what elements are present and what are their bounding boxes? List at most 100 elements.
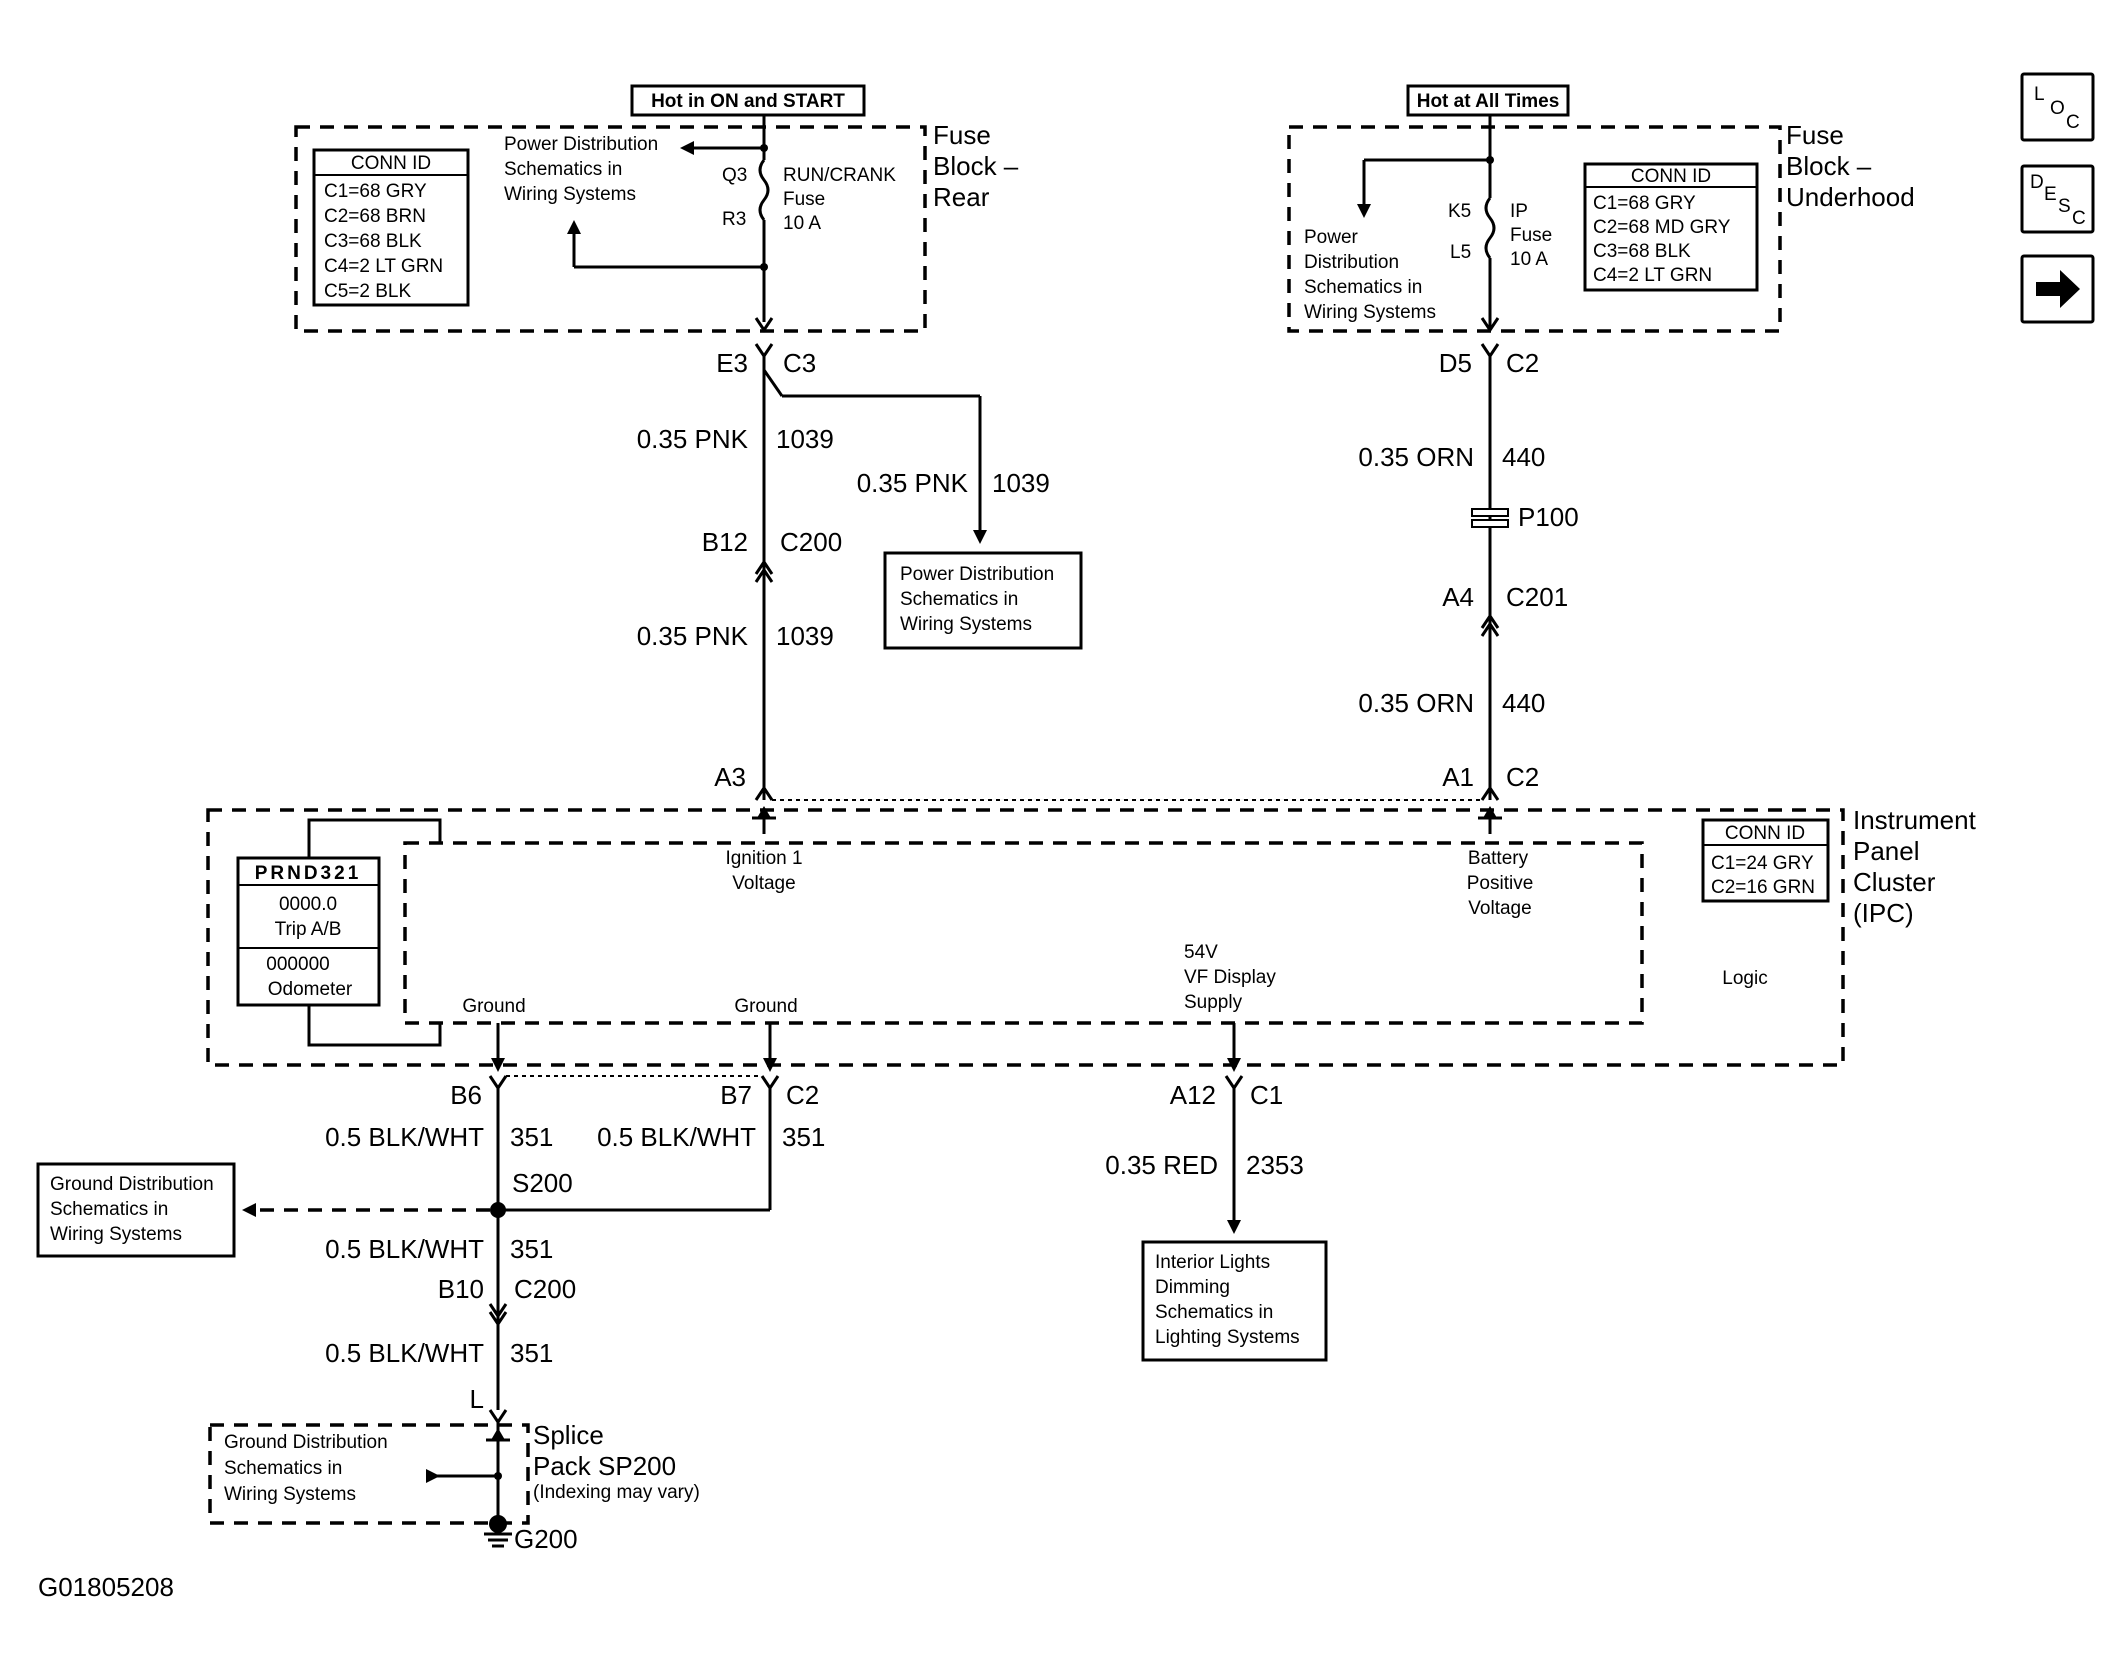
loc-letter: O [2050,98,2065,119]
conn-id-row: C1=68 GRY [324,181,427,202]
power-distribution-text: Schematics in [504,159,622,180]
ipc-title-1: Instrument [1853,805,1977,835]
vf-display-label: Supply [1184,992,1243,1013]
splice-ground-text: Wiring Systems [224,1484,356,1505]
splice-s200: S200 [512,1168,573,1198]
conn-id-table-rear: CONN ID C1=68 GRY C2=68 BRN C3=68 BLK C4… [312,148,470,307]
odometer-display: PRND321 0000.0 Trip A/B 000000 Odometer [236,856,381,1007]
wire-red-label: 0.35 RED [1105,1150,1218,1180]
pin-l5: L5 [1450,242,1471,263]
conn-id-row: C2=16 GRN [1711,877,1815,898]
conn-id-row: C3=68 BLK [324,231,422,252]
battery-voltage-label: Battery [1468,848,1529,869]
connector-c3: C3 [783,348,816,378]
wire-blk-wht-label: 0.5 BLK/WHT [325,1122,484,1152]
conn-id-title: CONN ID [1631,166,1711,187]
fuse-block-underhood-title-3: Underhood [1786,182,1915,212]
circuit-440: D5 C2 0.35 ORN 440 P100 A4 C201 0.35 ORN… [1358,343,1579,801]
vf-display-label: 54V [1184,942,1218,963]
fuse-label: 10 A [1510,249,1548,270]
desc-letter: E [2044,184,2057,205]
conn-id-title: CONN ID [351,153,431,174]
splice-ground-text: Schematics in [224,1458,342,1479]
power-distribution-text: Power [1304,227,1359,248]
trip-value: 0000.0 [279,894,337,915]
splice-ground-text: Ground Distribution [224,1432,388,1453]
power-distribution-box-text: Wiring Systems [900,614,1032,635]
splice-pack-label: Splice [533,1420,604,1450]
ipc-title-4: (IPC) [1853,898,1914,928]
circuit-1039: E3 C3 0.35 PNK 1039 0.35 PNK 1039 B12 C2… [637,343,1083,801]
vf-display-label: VF Display [1184,967,1276,988]
ground-distribution-box-text: Wiring Systems [50,1224,182,1245]
pin-b7: B7 [720,1080,752,1110]
splice-pack-label: Pack SP200 [533,1451,676,1481]
connector-c201: C201 [1506,582,1568,612]
pin-e3: E3 [716,348,748,378]
desc-letter: C [2072,208,2086,229]
conn-id-title: CONN ID [1725,823,1805,844]
next-arrow-button[interactable] [2020,254,2095,324]
fuse-block-underhood-title-1: Fuse [1786,120,1844,150]
battery-voltage-label: Positive [1467,873,1534,894]
wire-blk-wht-label: 0.5 BLK/WHT [325,1338,484,1368]
pin-a4: A4 [1442,582,1474,612]
conn-id-row: C2=68 BRN [324,206,426,227]
connector-c2: C2 [1506,348,1539,378]
pin-r3: R3 [722,209,746,230]
power-distribution-text: Wiring Systems [504,184,636,205]
connector-c200: C200 [514,1274,576,1304]
fuse-block-rear: Hot in ON and START Fuse Block – Rear CO… [294,84,1019,333]
desc-letter: D [2030,172,2044,193]
fuse-block-rear-title-1: Fuse [933,120,991,150]
odometer-value: 000000 [266,954,329,975]
ground-symbol [484,1515,512,1548]
connector-c2: C2 [786,1080,819,1110]
fuse-label: Fuse [783,189,825,210]
wire-pnk-label: 0.35 PNK [637,621,749,651]
ground-distribution-box-text: Schematics in [50,1199,168,1220]
ipc-title-3: Cluster [1853,867,1936,897]
circuit-number: 440 [1502,442,1545,472]
conn-id-row: C1=68 GRY [1593,193,1696,214]
branch-wire-label: 0.35 PNK [857,468,969,498]
conn-id-table-underhood: CONN ID C1=68 GRY C2=68 MD GRY C3=68 BLK… [1583,162,1759,292]
arrow-right-icon [2036,270,2080,308]
loc-button[interactable]: L O C [2020,72,2095,142]
p100-grommet [1471,508,1509,528]
wire-orn-label: 0.35 ORN [1358,442,1474,472]
conn-id-table-ipc: CONN ID C1=24 GRY C2=16 GRN [1701,818,1830,903]
power-distribution-box-text: Power Distribution [900,564,1054,585]
connector-c200: C200 [780,527,842,557]
loc-letter: C [2066,112,2080,133]
fuse-block-underhood: Hot at All Times Fuse Block – Underhood … [1287,84,1915,333]
conn-id-row: C5=2 BLK [324,281,411,302]
ground-g200: G200 [514,1524,578,1554]
logic-label: Logic [1722,968,1767,989]
conn-id-row: C2=68 MD GRY [1593,217,1731,238]
instrument-panel-cluster: Instrument Panel Cluster (IPC) CONN ID C… [206,799,1977,1072]
indexing-note: (Indexing may vary) [533,1482,700,1503]
circuit-number: 440 [1502,688,1545,718]
trip-label: Trip A/B [275,919,342,940]
power-distribution-text: Distribution [1304,252,1399,273]
pin-b10: B10 [438,1274,484,1304]
fuse-label: Fuse [1510,225,1552,246]
wire-blk-wht-label: 0.5 BLK/WHT [597,1122,756,1152]
interior-lights-box-text: Dimming [1155,1277,1230,1298]
pin-l: L [470,1384,484,1414]
fuse-block-rear-title-3: Rear [933,182,990,212]
desc-button[interactable]: D E S C [2020,164,2095,234]
circuit-number: 351 [782,1122,825,1152]
pin-a3: A3 [714,762,746,792]
hot-label-underhood: Hot at All Times [1417,91,1560,112]
pin-a12: A12 [1170,1080,1216,1110]
odometer-label: Odometer [268,979,353,1000]
circuit-number: 351 [510,1338,553,1368]
loc-letter: L [2034,84,2045,105]
p100-label: P100 [1518,502,1579,532]
fuse-label: 10 A [783,213,821,234]
fuse-label: RUN/CRANK [783,165,896,186]
circuit-number: 1039 [776,424,834,454]
